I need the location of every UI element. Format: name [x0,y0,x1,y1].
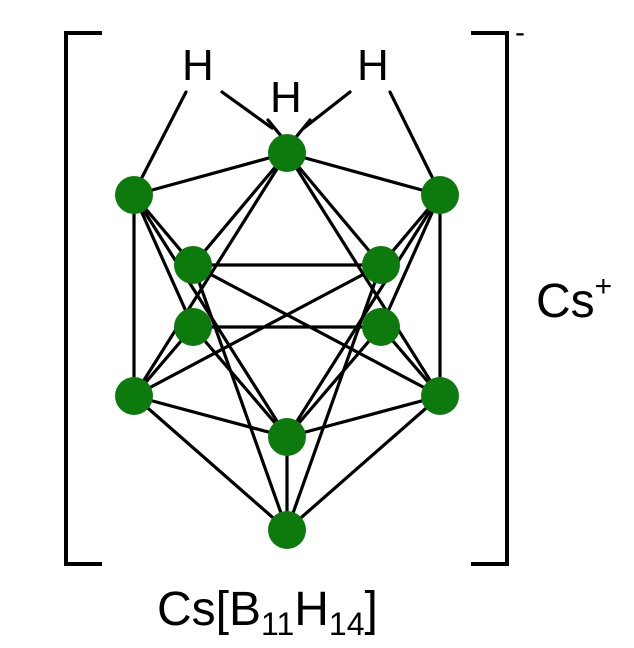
boron-atom-inner-upper-left [174,246,212,284]
hydrogen-label-right: H [357,41,389,90]
boron-atom-lower-right [421,377,459,415]
bond-h-left-b-left [132,90,188,195]
bond [132,263,383,398]
hydrogen-label-left: H [182,41,214,90]
bond [191,151,289,267]
boron-atom-inner-upper-right [362,246,400,284]
hydrogen-label-center: H [270,73,302,122]
cation-charge: + [594,270,613,303]
formula-b-count: 11 [261,606,295,642]
boron-atom-upper-right [421,176,459,214]
boron-atom-upper-left [115,176,153,214]
formula-h: H [294,583,329,636]
compound-formula: Cs[B11H14] [157,583,378,642]
bond-h-right-b-right [388,90,442,195]
bond [285,394,442,439]
formula-h-count: 14 [328,606,365,642]
cation-label: Cs+ [536,272,612,328]
bond-h-right-b-top [302,90,352,130]
boron-atom-inner-lower-left [174,308,212,346]
boron-atom-lower-left [115,377,153,415]
bond [191,325,289,439]
boron-atoms [115,134,459,549]
bond-h-left-b-top [220,90,274,130]
anion-charge: - [515,16,525,49]
cation-symbol: Cs [536,275,595,328]
boron-atom-lower-center [268,418,306,456]
formula-suffix: ] [364,583,378,636]
bond [132,151,289,197]
anion-bracket-left [64,31,102,566]
boron-atom-top [268,134,306,172]
bond [285,151,442,197]
bond [132,394,289,439]
bond [191,263,289,532]
bond [285,151,383,267]
bond [285,394,442,532]
bond [285,263,383,532]
bond [191,263,442,398]
anion-bracket-right [471,31,509,566]
bond [132,193,195,329]
formula-prefix: Cs[B [157,583,262,636]
boron-atom-bottom [268,511,306,549]
bond [285,325,383,439]
boron-atom-inner-lower-right [362,308,400,346]
bond [132,394,289,532]
bond [379,193,442,329]
